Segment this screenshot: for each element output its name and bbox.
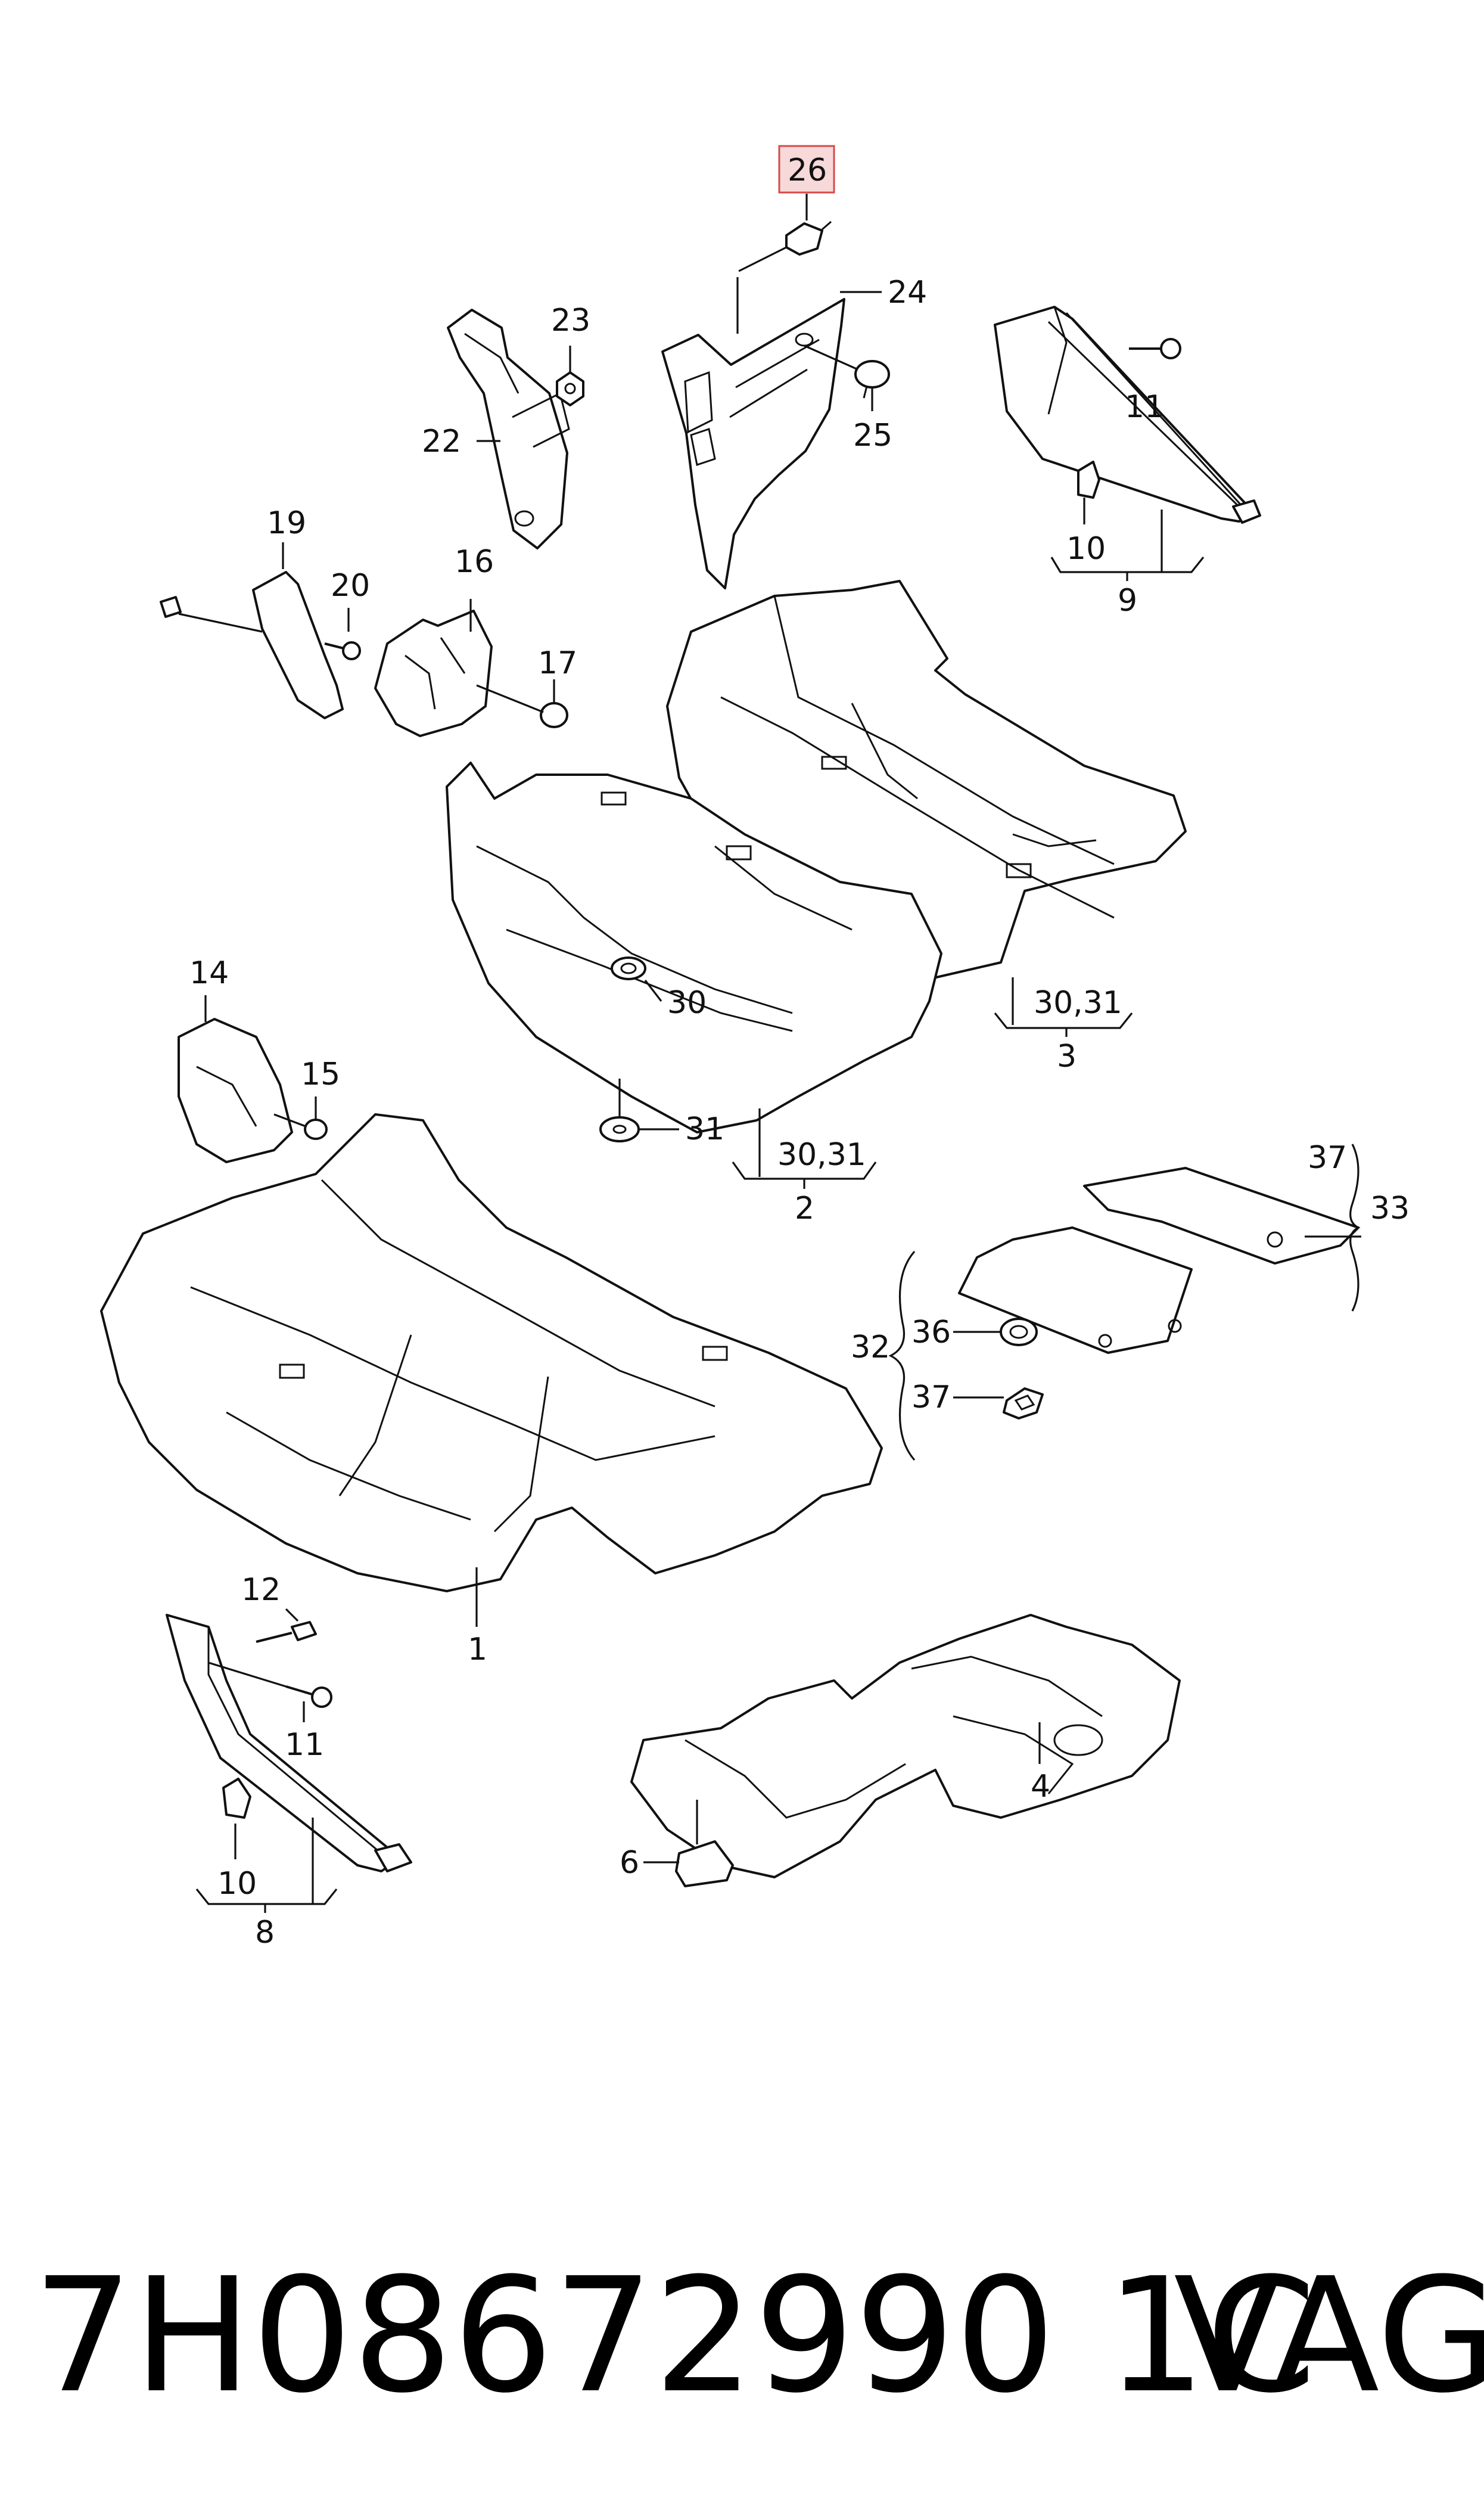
callout-37-bottom[interactable]: 37 xyxy=(911,1380,951,1415)
insulation-block-14 xyxy=(178,1018,293,1163)
callout-4[interactable]: 4 xyxy=(1031,1769,1050,1804)
callout-22[interactable]: 22 xyxy=(422,424,461,459)
floor-tray-4 xyxy=(630,1614,1181,1878)
callout-3[interactable]: 3 xyxy=(1057,1039,1077,1074)
screw-20 xyxy=(324,641,361,660)
callout-20[interactable]: 20 xyxy=(331,568,370,604)
bolt-12 xyxy=(256,1621,317,1643)
floor-insulation-2 xyxy=(446,762,942,1133)
callout-14[interactable]: 14 xyxy=(189,955,229,991)
parts-diagram: 26 24 25 23 22 xyxy=(100,145,1410,1950)
sill-trim-9 xyxy=(994,306,1261,524)
bracket-16 xyxy=(374,610,493,737)
callout-11-bottom[interactable]: 11 xyxy=(285,1727,324,1763)
pillar-trim-24 xyxy=(661,298,845,589)
nut-23 xyxy=(556,371,584,406)
fastener-37 xyxy=(1003,1387,1044,1420)
clip-10-bottom xyxy=(222,1778,251,1819)
grommet-31 xyxy=(599,1116,640,1142)
callout-26[interactable]: 26 xyxy=(788,153,827,188)
fastener-36 xyxy=(1000,1318,1038,1346)
bracket-22 xyxy=(447,309,570,549)
callout-25[interactable]: 25 xyxy=(853,418,892,454)
grommet-30 xyxy=(611,956,646,980)
callout-19[interactable]: 19 xyxy=(267,505,306,541)
footer: 7H08672990 1C VAG xyxy=(33,2244,1484,2428)
callout-2[interactable]: 2 xyxy=(795,1191,814,1226)
part-number: 7H08672990 1C xyxy=(33,2244,1317,2428)
clip-15 xyxy=(273,1113,328,1140)
floor-mat-33 xyxy=(958,1167,1359,1354)
brand-label: VAG xyxy=(1174,2244,1484,2428)
callout-26-highlight[interactable] xyxy=(778,145,835,194)
callout-9[interactable]: 9 xyxy=(1118,583,1137,619)
sill-trim-8 xyxy=(166,1614,412,1872)
callout-31[interactable]: 31 xyxy=(685,1111,724,1147)
callout-1[interactable]: 1 xyxy=(468,1632,487,1667)
callout-15[interactable]: 15 xyxy=(301,1057,340,1092)
callout-16[interactable]: 16 xyxy=(455,544,494,580)
callout-30-31-left[interactable]: 30,31 xyxy=(777,1137,866,1173)
screw-11-top xyxy=(1129,338,1181,359)
callout-24[interactable]: 24 xyxy=(888,275,927,310)
callout-8[interactable]: 8 xyxy=(255,1915,275,1950)
floor-insulation-1 xyxy=(100,1113,883,1592)
callout-10-top[interactable]: 10 xyxy=(1066,531,1106,567)
callout-12[interactable]: 12 xyxy=(241,1572,281,1608)
clip-19 xyxy=(160,596,263,633)
callout-33[interactable]: 33 xyxy=(1370,1191,1410,1226)
callout-23[interactable]: 23 xyxy=(551,303,590,338)
callout-32[interactable]: 32 xyxy=(851,1330,890,1365)
clip-6 xyxy=(675,1840,734,1887)
callout-37-top[interactable]: 37 xyxy=(1308,1140,1347,1176)
callout-10-bottom[interactable]: 10 xyxy=(217,1866,257,1902)
callout-6[interactable]: 6 xyxy=(620,1845,639,1881)
callout-36[interactable]: 36 xyxy=(911,1315,951,1350)
callout-30[interactable]: 30 xyxy=(667,985,707,1021)
clip-26 xyxy=(785,220,832,256)
trim-19 xyxy=(252,571,344,719)
callout-17[interactable]: 17 xyxy=(538,645,577,681)
callout-30-31-right[interactable]: 30,31 xyxy=(1034,985,1122,1021)
clip-10-top xyxy=(1077,461,1100,499)
screw-11-bottom xyxy=(285,1685,332,1708)
callout-11-top[interactable]: 11 xyxy=(1125,389,1164,425)
